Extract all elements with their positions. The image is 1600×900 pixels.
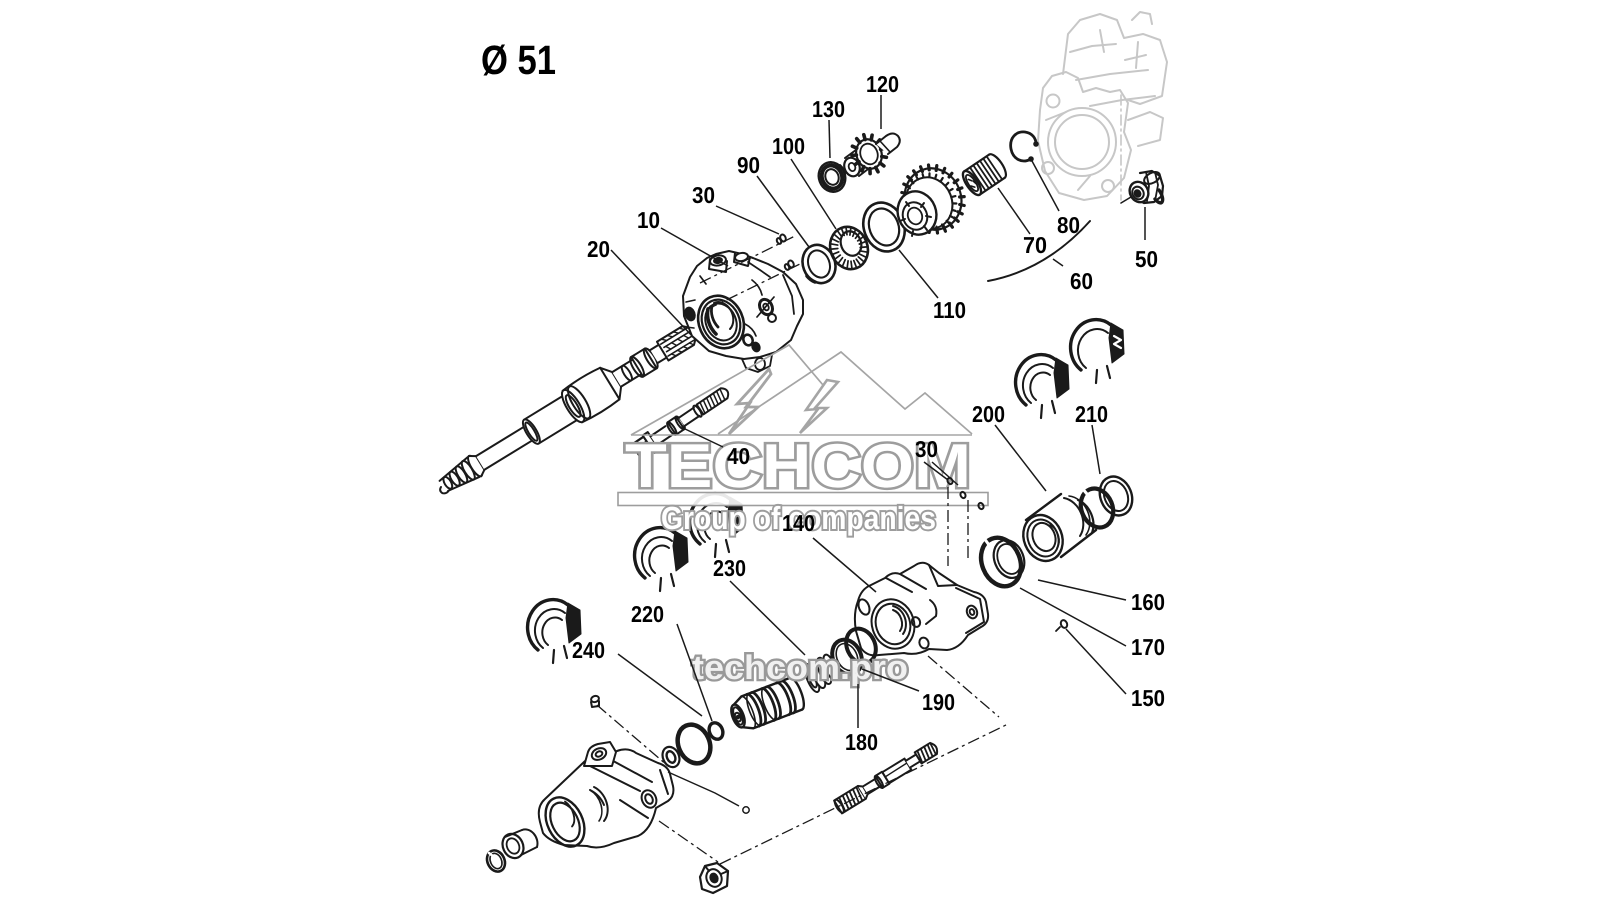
svg-text:Ø 51: Ø 51: [481, 37, 556, 83]
svg-text:30: 30: [915, 436, 938, 462]
svg-text:170: 170: [1131, 634, 1165, 660]
svg-text:40: 40: [727, 443, 750, 469]
svg-text:140: 140: [782, 510, 815, 536]
svg-text:190: 190: [922, 689, 955, 715]
svg-text:60: 60: [1070, 268, 1093, 294]
svg-text:160: 160: [1131, 589, 1165, 615]
svg-text:90: 90: [737, 152, 760, 178]
svg-text:Group of companies: Group of companies: [661, 500, 936, 536]
svg-text:techcom.pro: techcom.pro: [692, 649, 908, 687]
svg-text:30: 30: [692, 182, 715, 208]
svg-text:TECHCOM: TECHCOM: [625, 432, 971, 501]
svg-text:techcom.pro: techcom.pro: [692, 649, 908, 687]
svg-text:130: 130: [812, 96, 845, 122]
svg-text:230: 230: [713, 555, 746, 581]
svg-text:TECHCOM: TECHCOM: [625, 432, 971, 501]
svg-text:210: 210: [1075, 401, 1108, 427]
svg-text:70: 70: [1023, 232, 1047, 258]
svg-text:200: 200: [972, 401, 1005, 427]
svg-text:120: 120: [866, 71, 899, 97]
svg-text:Group of companies: Group of companies: [661, 500, 936, 536]
svg-text:180: 180: [845, 729, 878, 755]
svg-text:240: 240: [572, 637, 605, 663]
svg-text:50: 50: [1135, 246, 1158, 272]
svg-text:20: 20: [587, 236, 610, 262]
svg-text:150: 150: [1131, 685, 1165, 711]
svg-text:10: 10: [637, 207, 660, 233]
svg-text:110: 110: [933, 297, 966, 323]
svg-text:220: 220: [631, 601, 664, 627]
svg-text:100: 100: [772, 133, 805, 159]
svg-text:80: 80: [1057, 212, 1080, 238]
